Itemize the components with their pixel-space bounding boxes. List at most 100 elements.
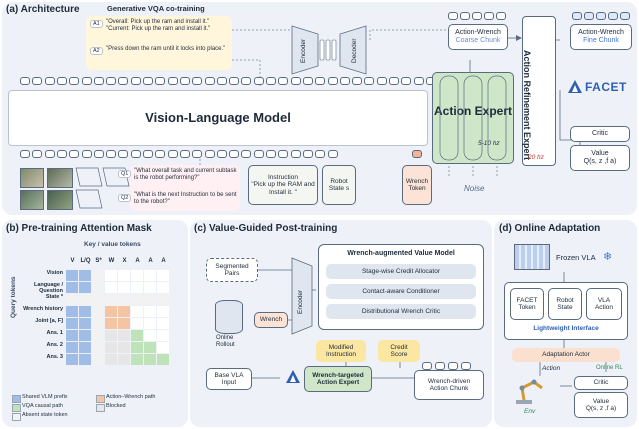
frozen-vla-label: Frozen VLA	[556, 253, 596, 262]
answer-bubbles	[86, 16, 232, 70]
q1-text: "What overall task and current subtask i…	[134, 168, 237, 182]
driven-chunk-token	[422, 362, 432, 370]
mask-row-label: Language / Question	[33, 282, 63, 294]
interface-label: Lightweight Interface	[533, 325, 599, 332]
vlm-output-token	[364, 77, 375, 85]
vlm-input-token	[229, 150, 240, 158]
mask-cell	[92, 282, 104, 293]
mask-cell	[79, 318, 91, 329]
vlm-input-token	[290, 150, 301, 158]
mask-cell	[105, 318, 117, 329]
mask-cell	[79, 282, 91, 293]
adaptation-actor-label: Adaptation Actor	[542, 351, 590, 359]
critic-label: Critic	[592, 129, 608, 137]
mask-header: Key / value tokens	[84, 241, 141, 248]
vlm-input-token	[167, 150, 178, 158]
coarse-chunk-token	[460, 12, 470, 20]
fine-chunk-token	[608, 12, 618, 20]
vlm-output-token	[278, 77, 289, 85]
mask-cell	[157, 318, 169, 329]
vlm-output-token	[327, 77, 338, 85]
action-label: Action	[542, 365, 561, 372]
action-expert-frequency: 5-10 hz	[478, 140, 500, 147]
base-vla-label-2: Input	[221, 379, 237, 386]
mask-cell	[131, 270, 143, 281]
mask-row-label: Ans. 2	[46, 342, 63, 348]
vlm-input-token	[266, 150, 276, 158]
mask-cell	[92, 330, 104, 341]
vlm-input-token	[253, 150, 264, 158]
driven-chunk-box: Wrench-driven Action Chunk	[414, 370, 484, 400]
camera-image-1	[20, 168, 44, 188]
facet-logo-icon	[568, 80, 582, 94]
vlm-output-token	[56, 77, 67, 85]
mask-cell	[131, 354, 143, 365]
mask-cell	[118, 282, 130, 293]
vlm-output-token	[315, 77, 326, 85]
mask-cell	[144, 318, 156, 329]
mask-cell	[92, 306, 104, 317]
vlm-output-token	[20, 77, 30, 85]
mask-cell	[118, 342, 130, 353]
driven-chunk-label-1: Wrench-driven	[427, 377, 471, 385]
instruction-text: "Pick up the RAM and Install it. "	[251, 181, 315, 196]
mask-legend-label: Absent state token	[22, 412, 68, 418]
q1-tag: Q1	[118, 170, 132, 178]
online-rollout-label-1: Online	[216, 335, 234, 341]
vlm-input-token	[327, 150, 338, 158]
mask-cell	[144, 354, 156, 365]
vlm-output-token	[167, 77, 178, 85]
fine-chunk-token	[584, 12, 594, 20]
online-rollout-icon	[215, 300, 243, 334]
vlm-output-token	[389, 77, 399, 85]
mask-row-label: Ans. 1	[46, 330, 63, 336]
mask-legend-label: Action–Wrench path	[106, 394, 156, 400]
vlm-output-token	[81, 77, 92, 85]
vla-action-box: VLA Action	[586, 288, 622, 320]
critic-box-d: Critic	[574, 376, 628, 390]
credit-score-label-2: Score	[390, 351, 408, 358]
env-label: Env	[524, 408, 536, 415]
mask-cell	[92, 294, 104, 305]
vla-action-label-1: VLA	[597, 296, 611, 304]
a1-tag: A1	[90, 20, 103, 28]
coarse-chunk-token	[484, 12, 494, 20]
vlm-output-token	[106, 77, 117, 85]
vla-action-label-2: Action	[594, 304, 614, 311]
base-vla-label-1: Base VLA	[214, 371, 244, 379]
mask-cell	[157, 342, 169, 353]
mask-cell	[92, 318, 104, 329]
mask-cell	[79, 330, 91, 341]
robot-state-label-2: State s	[328, 185, 350, 192]
panel-a-title: (a) Architecture	[6, 4, 80, 15]
robot-state-label-1: Robot	[330, 177, 348, 185]
mask-column-label: A	[135, 258, 140, 264]
mask-column-label: L/Q	[80, 258, 91, 264]
mask-row-label: Vision	[46, 270, 63, 276]
a2-tag: A2	[90, 47, 103, 55]
vlm-output-token	[376, 77, 387, 85]
facet-token-box: FACET Token	[510, 288, 544, 320]
value-model-module: Distributional Wrench Critic	[326, 304, 476, 319]
vlm-input-token	[118, 150, 129, 158]
vlm-output-token	[401, 77, 412, 85]
mask-cell	[79, 354, 91, 365]
panel-c-title: (c) Value-Guided Post-training	[194, 223, 338, 234]
adaptation-actor-box: Adaptation Actor	[512, 348, 620, 362]
mask-cell	[79, 294, 91, 305]
base-vla-box: Base VLA Input	[206, 368, 252, 390]
wrench-label: Wrench	[259, 316, 283, 324]
coarse-chunk-box: Action-Wrench Coarse Chunk	[448, 24, 508, 50]
mask-cell	[66, 330, 78, 341]
mask-cell	[66, 354, 78, 365]
mask-cell	[79, 306, 91, 317]
mask-cell	[105, 330, 117, 341]
mask-cell	[157, 282, 169, 293]
value-model-module: Contact-aware Conditioner	[326, 284, 476, 299]
vlm-output-token	[143, 77, 153, 85]
mask-cell	[157, 330, 169, 341]
wrench-box: Wrench	[254, 312, 288, 328]
mask-cell	[66, 318, 78, 329]
